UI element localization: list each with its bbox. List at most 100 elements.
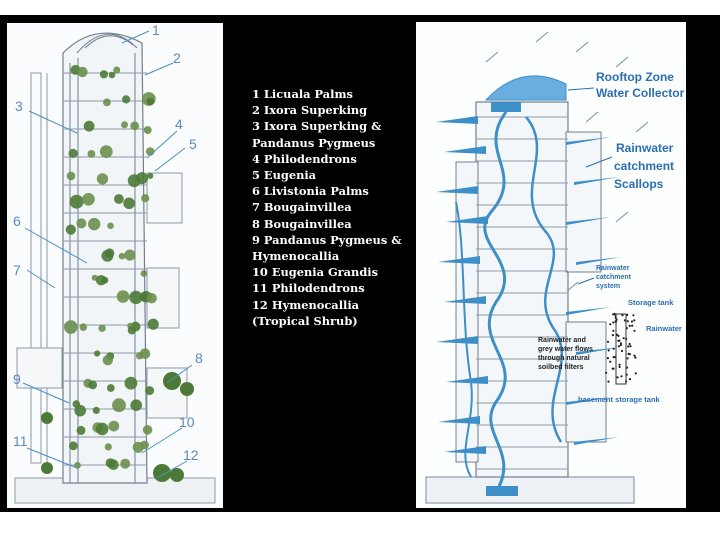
legend-item: 5 Eugenia bbox=[252, 167, 412, 183]
label-scallops-1: Rainwater bbox=[616, 141, 674, 155]
plant-clump bbox=[108, 421, 119, 432]
callout-8: 8 bbox=[195, 350, 203, 366]
tank-dot bbox=[607, 357, 609, 359]
tank-dot bbox=[629, 378, 631, 380]
legend-item: 4 Philodendrons bbox=[252, 151, 412, 167]
rain-arrow bbox=[486, 52, 498, 62]
tank-dot bbox=[620, 375, 622, 377]
plant-clump bbox=[141, 194, 149, 202]
tank-dot bbox=[633, 355, 635, 357]
plant-clump bbox=[67, 172, 76, 181]
plant-clump bbox=[117, 290, 130, 303]
plant-legend: 1 Licuala Palms 2 Ixora Superking 3 Ixor… bbox=[252, 86, 412, 329]
plant-clump bbox=[103, 355, 113, 365]
tank-dot bbox=[634, 357, 636, 359]
roof-tank bbox=[491, 102, 521, 112]
label-basement: basement storage tank bbox=[578, 395, 661, 404]
tank-dot bbox=[631, 320, 633, 322]
rain-arrow bbox=[536, 32, 548, 42]
divider bbox=[410, 15, 414, 512]
tank-dot bbox=[612, 330, 614, 332]
plant-clump bbox=[69, 149, 78, 158]
tank-dot bbox=[632, 314, 634, 316]
plant-clump bbox=[101, 250, 113, 262]
plant-clump bbox=[121, 121, 128, 128]
label-system-2: catchment bbox=[596, 274, 632, 281]
side-block bbox=[17, 348, 62, 388]
side-block bbox=[147, 173, 182, 223]
plant-clump bbox=[93, 407, 100, 414]
label-scallops-3: Scallops bbox=[614, 177, 664, 191]
tank-dot bbox=[612, 321, 614, 323]
plant-clump bbox=[147, 293, 157, 303]
tank-dot bbox=[612, 368, 614, 370]
plant-clump bbox=[130, 399, 142, 411]
plant-clump bbox=[112, 398, 126, 412]
tank-dot bbox=[629, 353, 631, 355]
rain-arrow bbox=[636, 122, 648, 132]
plant-clump bbox=[133, 442, 144, 453]
plant-clump bbox=[107, 384, 115, 392]
plant-clump bbox=[103, 99, 111, 107]
tank-dot bbox=[620, 344, 622, 346]
legend-item: Hymenocallia bbox=[252, 248, 412, 264]
callout-6: 6 bbox=[13, 213, 21, 229]
plant-clump bbox=[76, 218, 86, 228]
plant-clump bbox=[41, 462, 53, 474]
rooftop-water-collector bbox=[486, 76, 566, 100]
rain-arrow bbox=[586, 112, 598, 122]
tank-dot bbox=[627, 357, 629, 359]
tank-dot bbox=[635, 372, 637, 374]
tank-dot bbox=[623, 337, 625, 339]
plant-clump bbox=[105, 443, 112, 450]
plant-clump bbox=[146, 98, 154, 106]
plant-clump bbox=[69, 441, 78, 450]
plant-clump bbox=[64, 320, 78, 334]
plant-clump bbox=[80, 323, 88, 331]
plant-clump bbox=[143, 425, 153, 435]
tank-dot bbox=[631, 325, 633, 327]
tank-dot bbox=[612, 313, 614, 315]
plant-clump bbox=[77, 426, 86, 435]
plant-clump bbox=[140, 348, 151, 359]
plant-clump bbox=[124, 250, 135, 261]
plant-clump bbox=[153, 464, 171, 482]
plant-clump bbox=[136, 172, 148, 184]
plant-clump bbox=[98, 325, 105, 332]
legend-item: 2 Ixora Superking bbox=[252, 102, 412, 118]
callout-7: 7 bbox=[13, 262, 21, 278]
tank-dot bbox=[608, 349, 610, 351]
rain-arrow bbox=[576, 42, 588, 52]
plant-clump bbox=[122, 95, 130, 103]
tank-dot bbox=[612, 334, 614, 336]
label-rooftop-2: Water Collector bbox=[596, 86, 685, 100]
legend-item: (Tropical Shrub) bbox=[252, 313, 412, 329]
label-greywater-3: through natural bbox=[538, 355, 590, 362]
tank-dot bbox=[619, 366, 621, 368]
tank-dot bbox=[609, 323, 611, 325]
callout-12: 12 bbox=[183, 447, 199, 463]
callout-5: 5 bbox=[189, 136, 197, 152]
label-greywater-2: grey water flows bbox=[538, 346, 593, 353]
plant-clump bbox=[84, 121, 95, 132]
tank-dot bbox=[618, 364, 620, 366]
plant-clump bbox=[70, 195, 84, 209]
scallop bbox=[444, 146, 486, 154]
callout-2: 2 bbox=[173, 50, 181, 66]
side-frame bbox=[31, 73, 41, 463]
rain-arrow bbox=[616, 57, 628, 67]
plant-clump bbox=[141, 270, 148, 277]
tank-dot bbox=[618, 340, 620, 342]
tank-dot bbox=[629, 345, 631, 347]
plant-clump bbox=[101, 277, 108, 284]
plant-clump bbox=[180, 382, 194, 396]
scallop bbox=[566, 307, 611, 315]
plant-clump bbox=[144, 126, 152, 134]
legend-item: Pandanus Pygmeus bbox=[252, 135, 412, 151]
callout-11: 11 bbox=[13, 433, 28, 449]
plant-clump bbox=[66, 225, 76, 235]
tank-dot bbox=[607, 381, 609, 383]
ground-base bbox=[426, 477, 634, 503]
plant-clump bbox=[100, 145, 113, 158]
label-rainwater: Rainwater bbox=[646, 324, 682, 333]
